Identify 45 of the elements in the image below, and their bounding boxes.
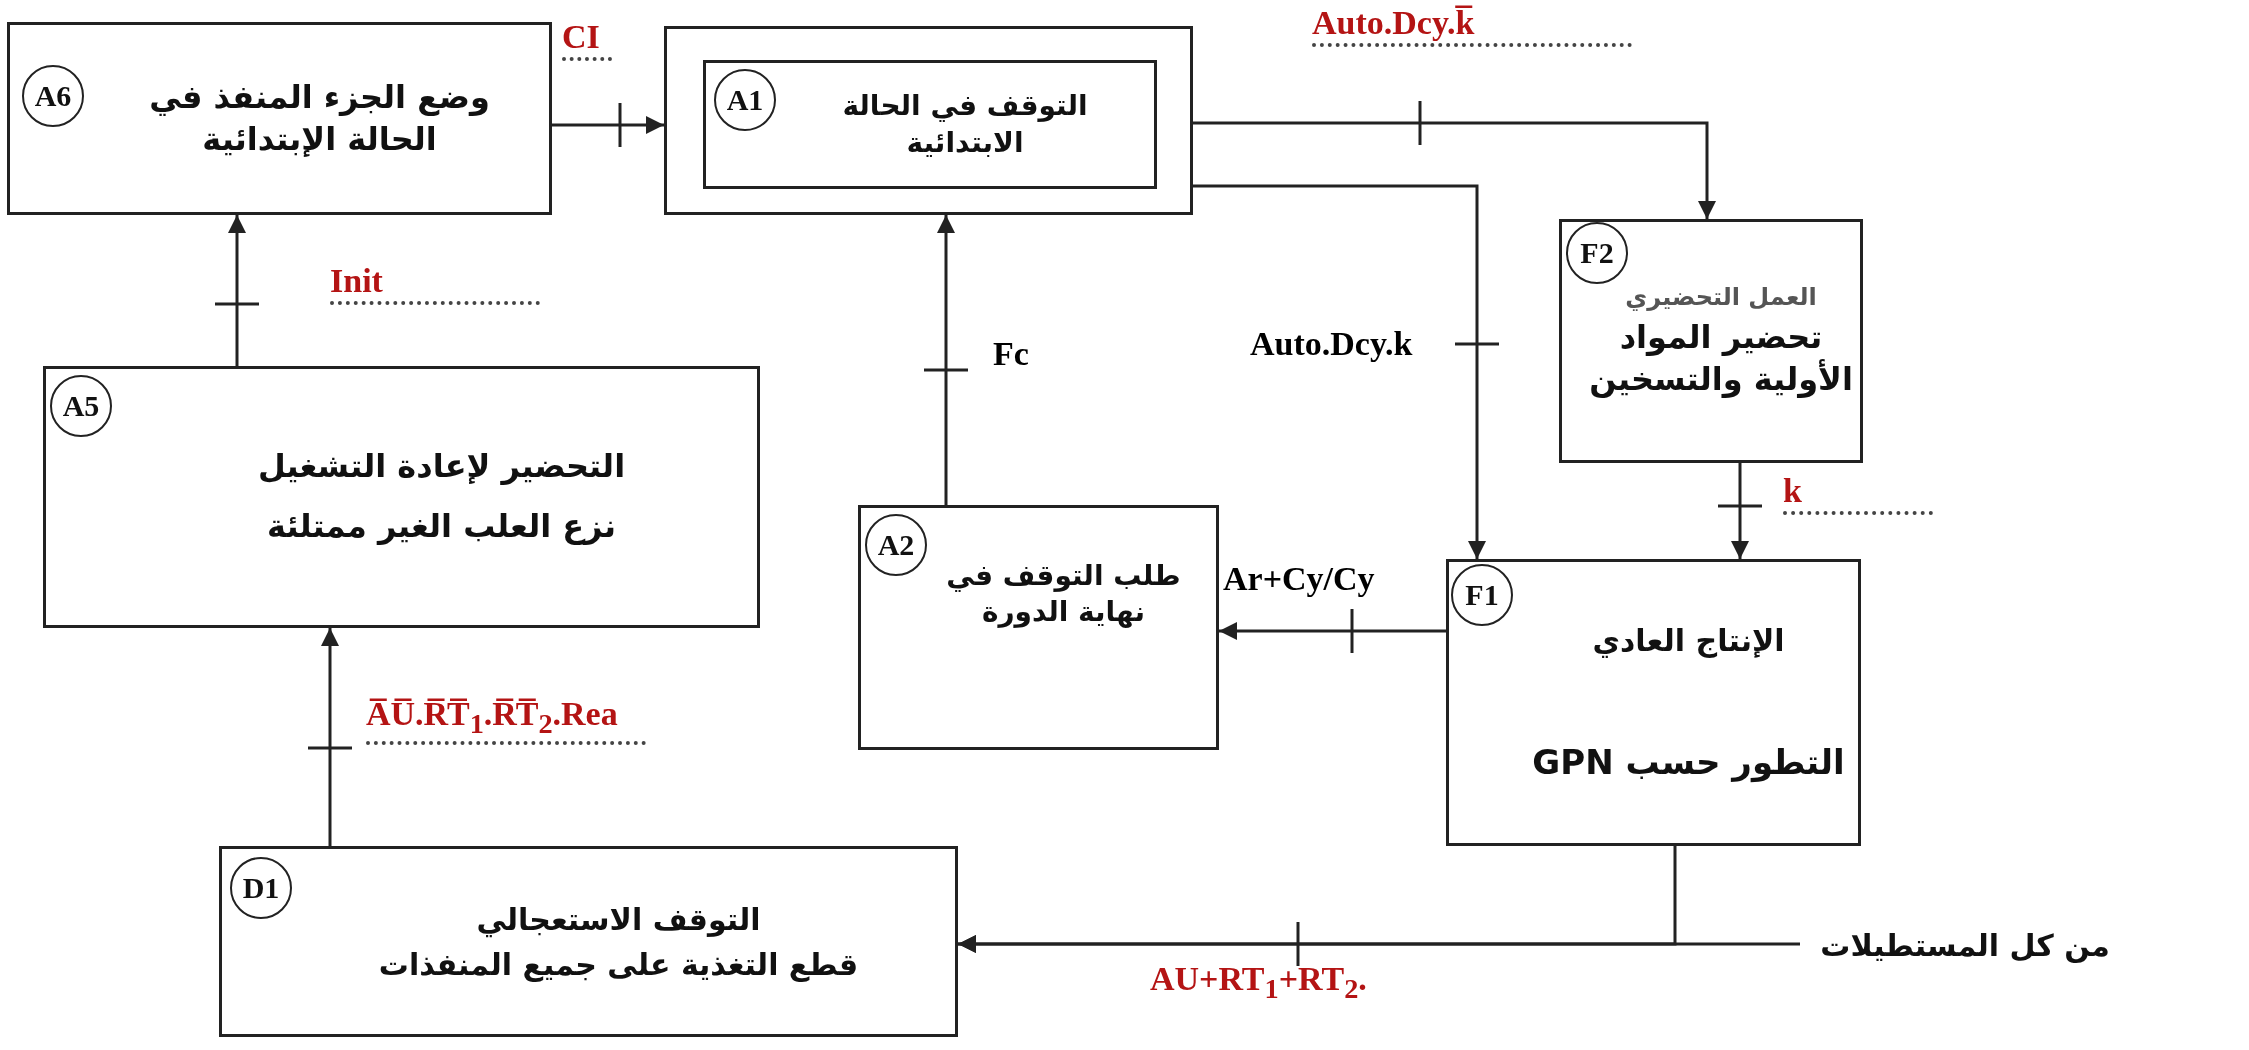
transition-condition: Fc	[993, 335, 1029, 373]
arrow	[1731, 463, 1749, 559]
arrow	[937, 215, 955, 505]
transition-condition: k	[1783, 472, 1933, 516]
state-title: التوقف الاستعجالي	[476, 900, 761, 939]
state-code-circle: A5	[50, 375, 112, 437]
state-text: طلب التوقف في نهاية الدورة	[945, 558, 1182, 631]
transition-condition: Ar+Cy/Cy	[1223, 560, 1375, 598]
transition-condition: Auto.Dcy.k	[1250, 325, 1413, 363]
transition-condition: AU+RT$_{1}$+RT$_{2}$.	[1150, 960, 1367, 1004]
state-code-circle: F1	[1451, 564, 1513, 626]
state-text: التطور حسب GPN	[1532, 740, 1845, 785]
arrow	[552, 116, 664, 134]
state-text: وضع الجزء المنفذ في الحالة الإبتدائية	[148, 76, 491, 160]
arrow	[228, 215, 246, 366]
state-frame	[664, 26, 1193, 215]
state-code-circle: A6	[22, 65, 84, 127]
state-code-circle: A1	[714, 69, 776, 131]
state-box	[703, 60, 1157, 189]
transition-condition: A̅U̅.R̅T̅$_{1}$.R̅T̅$_{2}$.Rea	[366, 695, 646, 745]
arrow	[958, 846, 1677, 953]
state-code-circle: D1	[230, 857, 292, 919]
state-box	[858, 505, 1219, 750]
arrow	[321, 628, 339, 846]
state-title: التحضير لإعادة التشغيل	[257, 446, 626, 488]
state-box	[7, 22, 552, 215]
state-text: التوقف في الحالة الابتدائية	[841, 88, 1089, 161]
arrow	[1193, 184, 1486, 559]
arrow	[1193, 121, 1716, 219]
state-title: العمل التحضيري	[1625, 281, 1817, 313]
transition-condition: Auto.Dcy.k̅	[1312, 4, 1632, 48]
arrow	[1219, 622, 1446, 640]
source-text: من كل المستطيلات	[1820, 926, 2110, 965]
state-text: نزع العلب الغير ممتلئة	[266, 506, 617, 547]
state-text: قطع التغذية على جميع المنفذات	[378, 945, 859, 984]
state-code-circle: F2	[1566, 222, 1628, 284]
state-text: تحضير المواد الأولية والتسخين	[1588, 317, 1854, 400]
state-box	[219, 846, 958, 1037]
state-box	[1559, 219, 1863, 463]
state-box	[43, 366, 760, 628]
transition-condition: CI	[562, 18, 612, 62]
transition-condition: Init	[330, 262, 540, 306]
state-code-circle: A2	[865, 514, 927, 576]
state-box	[1446, 559, 1861, 846]
state-title: الإنتاج العادي	[1592, 621, 1785, 660]
